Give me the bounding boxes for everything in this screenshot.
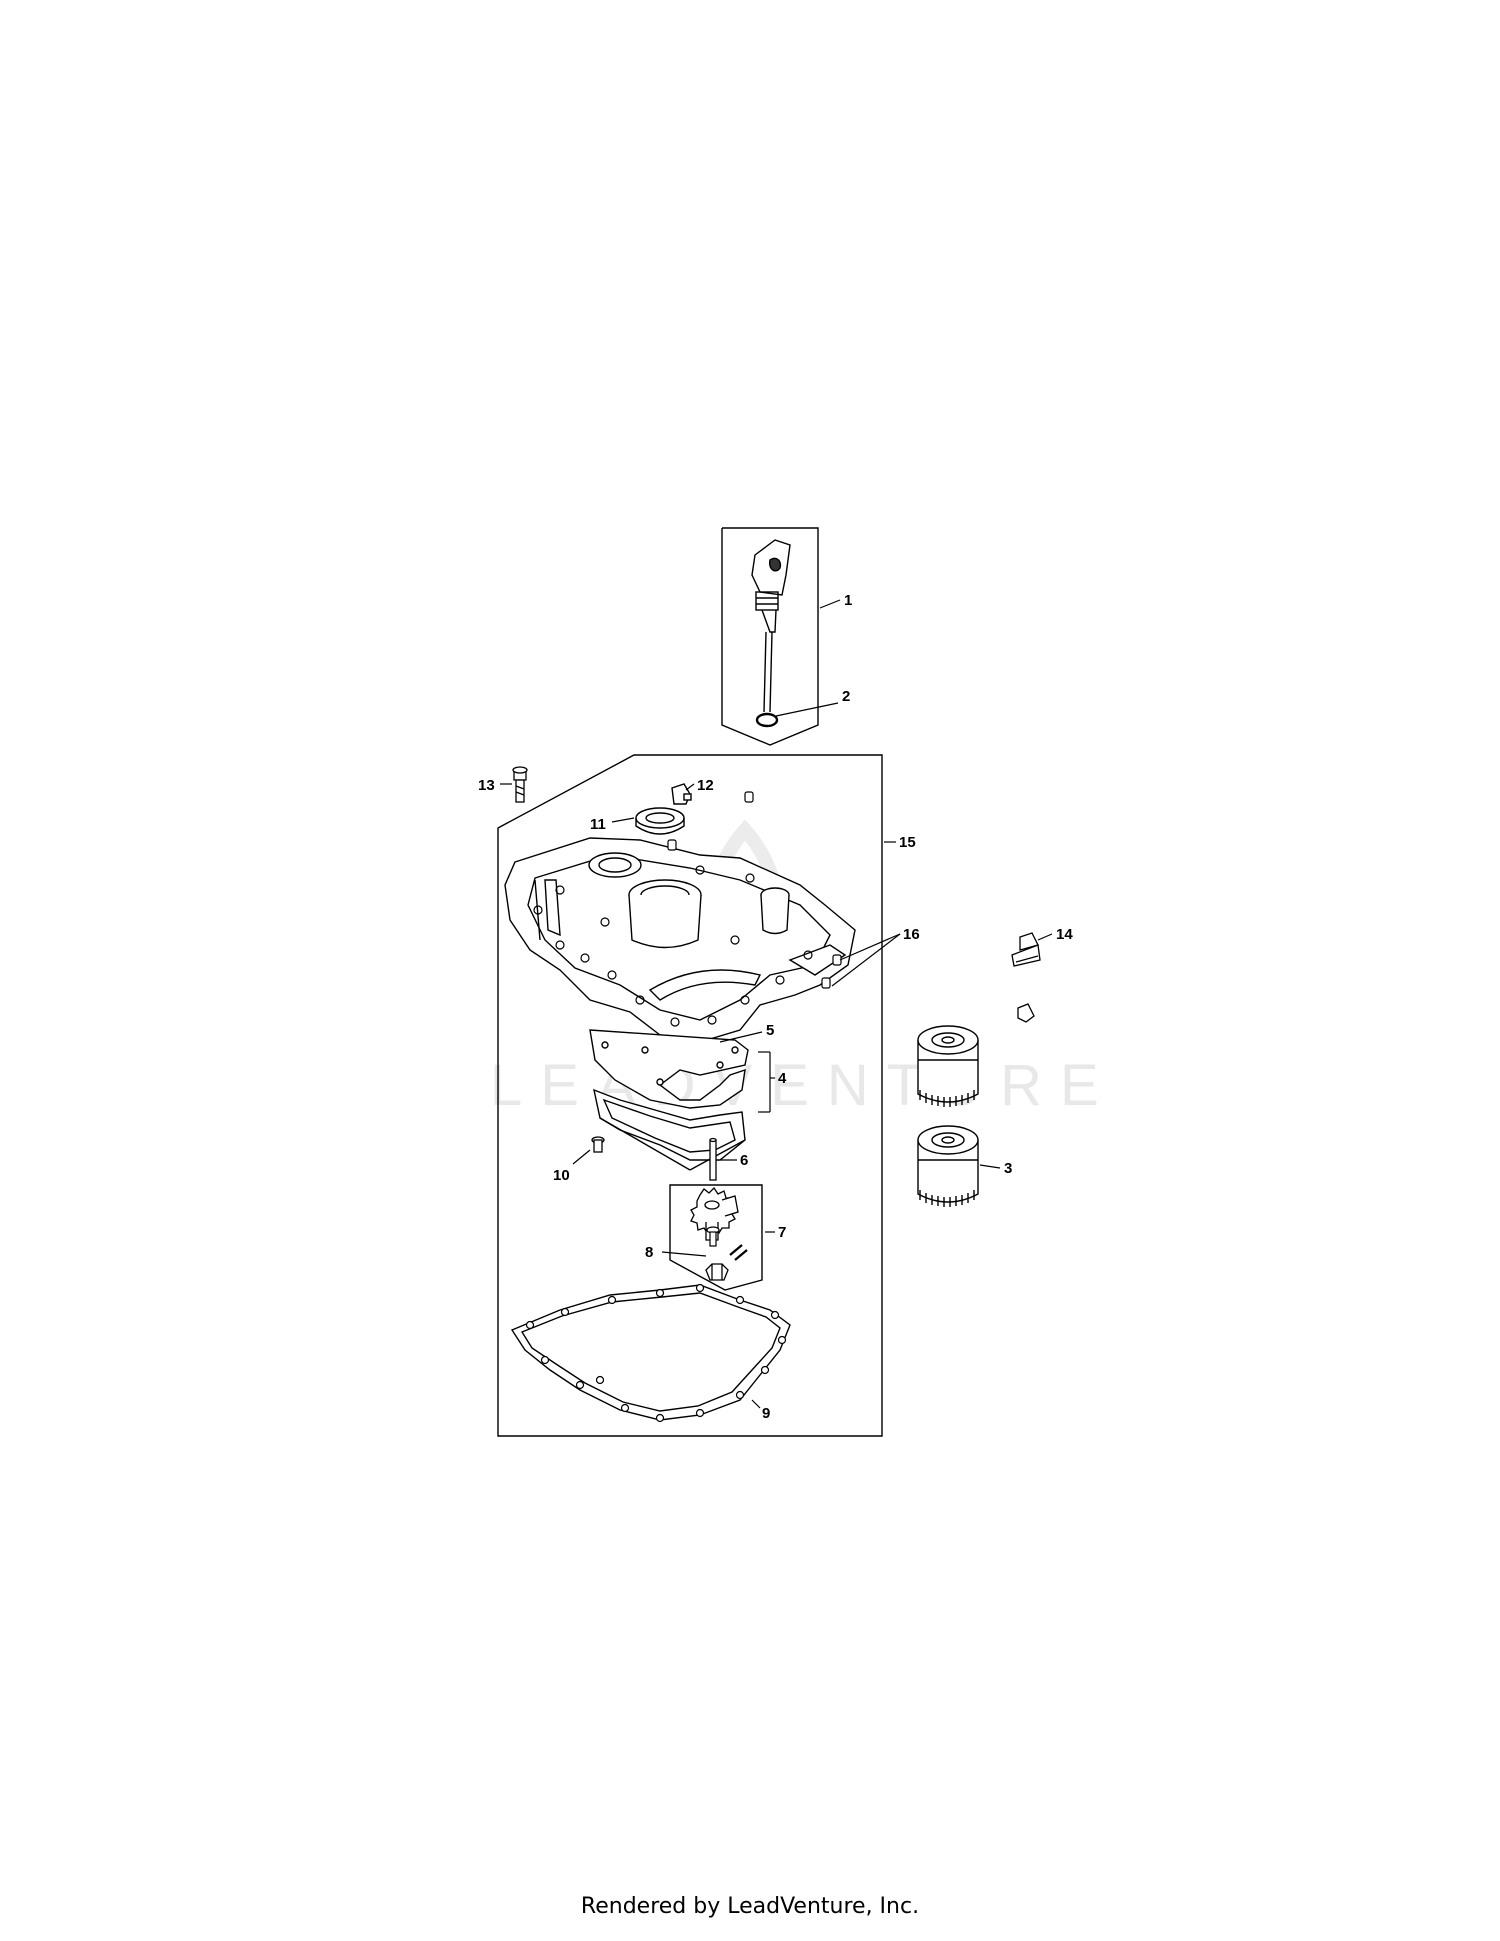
callout-12: 12: [697, 777, 714, 794]
callout-2: 2: [842, 688, 850, 705]
breather-fitting-part: [671, 783, 692, 805]
callout-15: 15: [899, 834, 916, 851]
pump-washer: [706, 1226, 720, 1247]
dipstick-frame: [721, 527, 819, 746]
callout-16: 16: [903, 926, 920, 943]
callout-7: 7: [778, 1224, 786, 1241]
plate-gasket-part: [589, 1029, 749, 1109]
crankcase-cover-part: [504, 837, 856, 1043]
footer-credit: Rendered by LeadVenture, Inc.: [580, 1894, 920, 1919]
callout-11: 11: [590, 816, 606, 833]
callout-14: 14: [1056, 926, 1073, 943]
callout-3: 3: [1004, 1160, 1012, 1177]
baffle-gasket-part: [593, 1088, 746, 1171]
oil-pressure-switch-part: [1011, 932, 1041, 967]
fitting-part: [1017, 1003, 1035, 1023]
callout-13: 13: [478, 777, 495, 794]
callout-6: 6: [740, 1152, 748, 1169]
group-frames: [497, 527, 883, 1437]
callout-5: 5: [766, 1022, 774, 1039]
cover-gasket-holes: [525, 1283, 787, 1423]
oil-seal-part: [635, 807, 685, 835]
bolt-part: [512, 766, 528, 803]
pump-housing-part: [705, 1263, 729, 1281]
shaft-part: [709, 1137, 717, 1181]
screw-part: [591, 1136, 605, 1153]
oil-pump-frame: [669, 1184, 763, 1291]
callout-labels: 1 2 3 4 5 6 7 8 9 10 11 12 13 14 15 16: [478, 592, 1073, 1422]
dipstick-part: [751, 539, 791, 713]
o-ring-part: [755, 712, 779, 728]
cover-frame: [497, 754, 883, 1437]
callout-1: 1: [844, 592, 852, 609]
callout-9: 9: [762, 1405, 770, 1422]
pump-pins: [729, 1244, 748, 1261]
watermark: LEADVENTURE: [490, 1053, 1117, 1118]
callout-8: 8: [645, 1244, 653, 1261]
oil-filter-upper-part: [917, 1025, 979, 1107]
dowel-pins: [667, 791, 842, 989]
cover-bolt-holes: [533, 865, 813, 1027]
callout-4: 4: [778, 1070, 787, 1087]
cover-gasket-part: [510, 1284, 791, 1421]
callout-10: 10: [553, 1167, 570, 1184]
leader-lines: [500, 599, 1053, 1409]
oil-filter-lower-part: [917, 1125, 979, 1207]
